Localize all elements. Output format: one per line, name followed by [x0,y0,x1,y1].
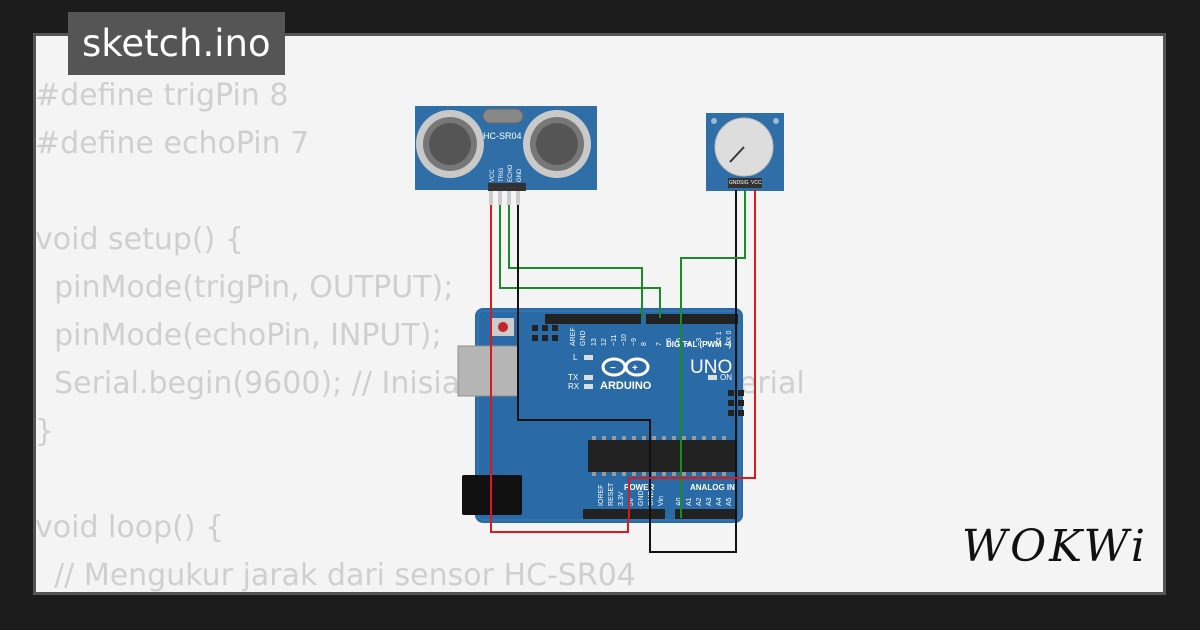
pin-label: IOREF [598,485,605,506]
code-line: #define echoPin 7 [35,126,310,161]
pin-label: AREF [570,327,577,346]
pin-label: 12 [601,338,608,346]
wire-pot-sig [680,190,746,518]
pin-label: ~3 [696,338,703,346]
led-tx-label: TX [568,373,579,382]
code-preview: #define trigPin 8 #define echoPin 7 void… [35,72,1035,600]
pin-label: TX 1 [716,331,723,346]
file-title: sketch.ino [68,12,285,75]
pin-label: GND [729,180,741,186]
pin-label: SIG [740,180,749,186]
code-line: } [35,414,55,449]
code-line: // Mengukur jarak dari sensor HC-SR04 [35,558,636,593]
arduino-brand-label: ARDUINO [600,380,652,392]
wire-sensor-echo [508,205,643,318]
usb-connector [457,345,519,397]
pin-label: GND [580,330,587,346]
pin-label: 2 [706,342,713,346]
arduino-logo-icon [601,357,650,377]
led-rx-label: RX [568,382,580,391]
pin-label: GND [517,168,523,182]
led-l [584,355,593,360]
led-on-label: ON [720,373,732,382]
pin-label: ECHO [508,164,514,182]
pin-label: VCC [490,169,496,182]
pin-label: ~10 [621,334,628,346]
hc-sr04-sensor: HC-SR04 VCC TRIG ECHO GND [415,106,597,205]
pin-label: Vin [658,496,665,506]
pin-label: RESET [608,482,615,506]
svg-text:−: − [610,363,616,374]
wire-sensor-gnd [517,190,737,553]
potentiometer: GND SIG VCC [706,113,784,191]
pin-label: ~11 [611,335,618,346]
digital-header-left [545,314,641,324]
pin-label: TRIG [499,167,505,182]
pin-label: 3.3V [618,491,625,506]
code-line: #define trigPin 8 [35,78,289,113]
pin-label: ~6 [666,338,673,346]
pin-label: 7 [656,342,663,346]
wokwi-logo: WOKWi [961,521,1148,572]
analog-label: ANALOG IN [690,483,735,492]
pin-label: GND [648,490,655,506]
pin-label: A3 [706,497,713,506]
pin-label: A5 [726,497,733,506]
pin-label: VCC [751,180,762,186]
pin-label: A2 [696,497,703,506]
svg-text:+: + [632,363,638,374]
pin-label: A4 [716,497,723,506]
arduino-uno-board: L TX RX ON − + ARDUINO UNO DIGITAL (PWM … [457,308,744,523]
microcontroller-chip [588,440,736,472]
pin-label: A1 [686,497,693,506]
sensor-label: HC-SR04 [483,131,522,141]
pin-label: 4 [686,342,693,346]
wire-sensor-trig [499,205,661,318]
pin-label: RX 0 [726,330,733,346]
arduino-model-label: UNO [690,357,732,378]
wires [490,190,756,553]
led-rx [584,384,593,389]
led-on [708,375,717,380]
code-line: pinMode(trigPin, OUTPUT); [35,270,454,305]
power-header [583,509,665,519]
code-line: pinMode(echoPin, INPUT); [35,318,442,353]
pin-label: GND [638,490,645,506]
pin-label: A0 [676,497,683,506]
led-l-label: L [573,353,578,362]
code-line: void setup() { [35,222,244,257]
power-label: POWER [624,483,654,492]
pin-label: 8 [641,342,648,346]
led-tx [584,375,593,380]
pin-label: ~9 [631,338,638,346]
analog-header [675,509,737,519]
code-line: void loop() { [35,510,225,545]
wire-sensor-vcc [490,205,629,533]
pin-label: 5V [628,497,635,506]
pin-label: ~5 [676,338,683,346]
digital-header-right [646,314,738,324]
wire-pot-vcc [628,190,756,518]
digital-label: DIGITAL (PWM ~) [666,340,732,349]
pin-label: 13 [591,338,598,346]
